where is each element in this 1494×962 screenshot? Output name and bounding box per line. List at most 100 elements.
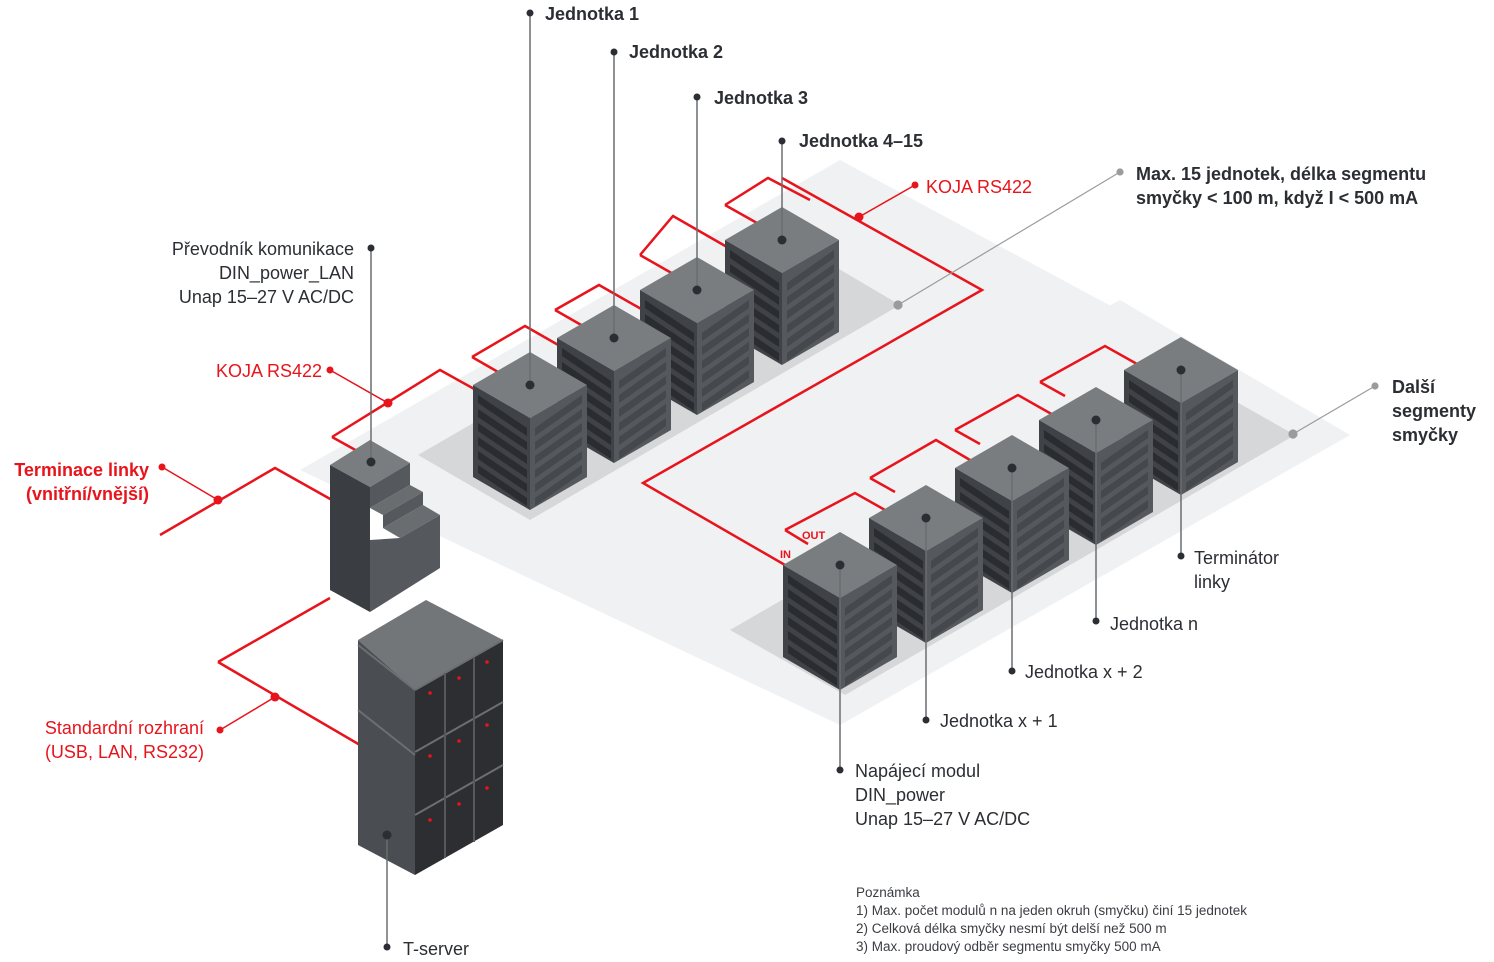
further-line-3: smyčky [1392,425,1459,445]
converter-step2-top [383,505,440,538]
box-vent-slot [931,570,978,611]
red-connectors [161,184,916,731]
box-vent-slot [788,631,837,672]
label-unit-2: Jednotka 2 [629,42,724,62]
box-vent-slot [787,320,834,361]
box-vent-slot [535,451,582,492]
rack-divider [414,764,504,816]
box-vent-slot [1017,534,1064,575]
box-vent-slot [478,409,527,450]
box-vent-slot [1186,408,1233,449]
converter-line-3: Unap 15–27 V AC/DC [178,287,354,307]
label-standard-interface: Standardní rozhraní (USB, LAN, RS232) [45,716,204,764]
rack-left [358,640,415,875]
box-vent-slot [619,390,666,431]
converter-step1-top [370,485,423,515]
leader-unit-n-dot [1092,617,1100,625]
rack-led [485,786,489,790]
box-vent-slot [788,575,837,616]
leader-unit-x1-dot [922,716,930,724]
box-vent-slot [478,437,527,478]
converter-step2 [383,492,423,528]
box-vent-slot [645,300,694,341]
box-vent-slot [931,598,978,639]
box-vent-slot [702,356,749,397]
box-unit-x1 [869,485,983,643]
leader-unit-x2-dot [1008,667,1016,675]
rack-top [358,600,503,690]
box-vent-slot [619,348,666,389]
box-vent-slot [619,362,666,403]
rack-divider [357,709,416,756]
label-unit-x1: Jednotka x + 1 [940,711,1058,731]
leader-power-module-anchor [835,560,845,570]
leader-unit-4-15-anchor [777,235,787,245]
label-out: OUT [802,530,826,542]
box-unit-n [1039,387,1153,545]
label-unit-x2: Jednotka x + 2 [1025,662,1143,682]
leader-unit-1-anchor [525,380,535,390]
label-unit-n: Jednotka n [1110,614,1199,634]
box-vent-slot [1129,394,1178,435]
box-vent-slot [478,465,527,506]
leader-terminator-dot [1177,552,1185,560]
label-unit-1: Jednotka 1 [545,4,640,24]
box-vent-slot [645,314,694,355]
box-vent-slot [960,492,1009,533]
box-vent-slot [478,423,527,464]
box-vent-slot [1186,380,1233,421]
box-vent-slot [788,645,837,686]
box-vent-slot [535,465,582,506]
rack-led [428,691,432,695]
box-vent-slot [1101,472,1148,513]
label-koja-left: KOJA RS422 [215,361,322,381]
leader-terminator-anchor [1176,365,1186,375]
box-vent-slot [1186,422,1233,463]
box-vent-slot [845,603,892,644]
unit-leaders [366,9,1186,951]
leader-unit-1-dot [526,9,534,17]
rack-led [457,676,461,680]
leader-unit-3-dot [693,93,701,101]
box-vent-slot [702,370,749,411]
box-vent-slot [730,264,779,305]
label-koja-top: KOJA RS422 [926,177,1033,197]
box-vent-slot [619,376,666,417]
rack-led [428,818,432,822]
label-unit-3: Jednotka 3 [714,88,809,108]
box-vent-slot [1186,436,1233,477]
max-units-line-2: smyčky < 100 m, když I < 500 mA [1136,188,1419,208]
box-vent-slot [845,575,892,616]
box-vent-slot [1017,492,1064,533]
leader-unit-2-anchor [609,333,619,343]
rack-front [415,640,503,875]
box-vent-slot [702,300,749,341]
label-max-units: Max. 15 jednotek, délka segmentu smyčky … [1136,162,1426,210]
box-vent-slot [1101,500,1148,541]
leader-tserver-anchor [382,830,392,840]
box-vent-slot [1017,506,1064,547]
box-vent-slot [787,306,834,347]
box-vent-slot [619,404,666,445]
box-vent-slot [562,362,611,403]
standard-line-2: (USB, LAN, RS232) [44,742,204,762]
red-junction-dots [158,181,919,734]
leader-tserver-dot [383,943,391,951]
din-power-lan-converter [330,440,440,612]
termination-line-2: (vnitřní/vnější) [25,484,149,504]
t-server-rack [357,600,504,875]
rack-divider [357,644,416,691]
box-vent-slot [845,645,892,686]
box-vent-slot [874,542,923,583]
box-vent-slot [931,528,978,569]
box-vent-slot [562,348,611,389]
box-vent-slot [702,342,749,383]
box-power-module [783,532,897,690]
box-vent-slot [1101,486,1148,527]
box-vent-slot [845,631,892,672]
box-vent-slot [478,451,527,492]
box-vent-slot [730,250,779,291]
box-vent-slot [931,584,978,625]
box-vent-slot [535,423,582,464]
box-vent-slot [619,418,666,459]
